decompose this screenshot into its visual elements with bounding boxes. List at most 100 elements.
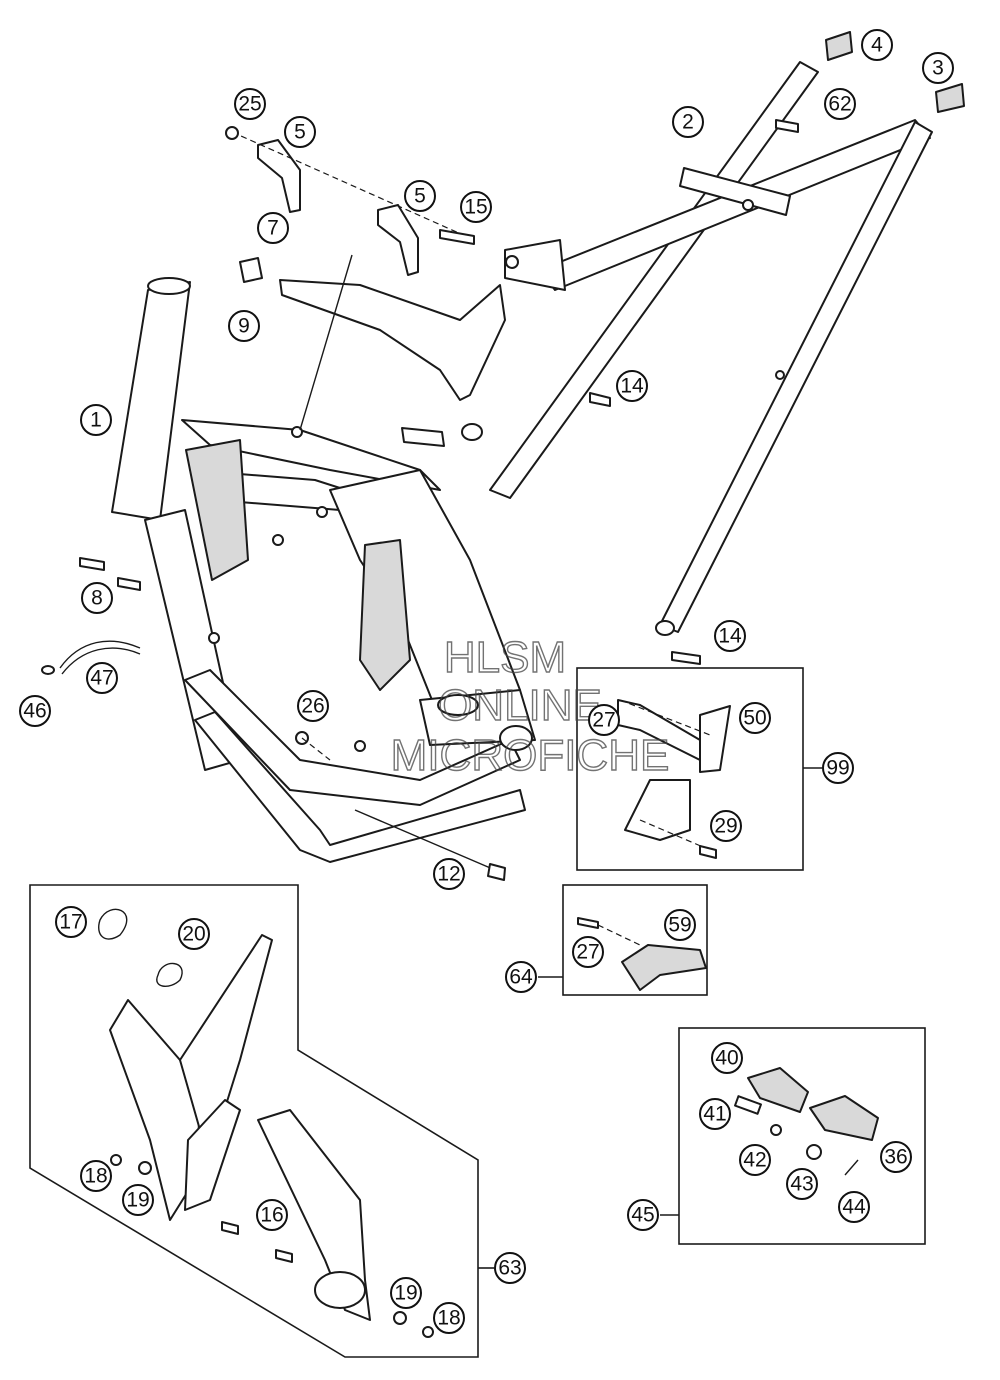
svg-text:8: 8: [91, 587, 103, 610]
footpeg-cover: [577, 917, 707, 991]
callout-18-right: 18: [433, 1302, 465, 1334]
callout-12: 12: [433, 858, 465, 890]
callout-14-upper: 14: [616, 370, 648, 402]
callout-43: 43: [786, 1168, 818, 1200]
svg-text:25: 25: [238, 93, 261, 116]
callout-14-lower: 14: [714, 620, 746, 652]
svg-text:3: 3: [932, 57, 944, 80]
svg-text:15: 15: [464, 196, 487, 219]
bolt-14-lower: [671, 651, 701, 665]
frame-guards: [98, 908, 434, 1338]
callout-99: 99: [822, 752, 854, 784]
bolt-15: [439, 229, 475, 245]
svg-text:59: 59: [668, 914, 691, 937]
svg-text:16: 16: [260, 1204, 283, 1227]
watermark-line-2: ONLINE: [438, 681, 602, 730]
callout-63: 63: [494, 1252, 526, 1284]
hose-47: [59, 640, 141, 669]
svg-text:7: 7: [267, 217, 279, 240]
sub-frame: [489, 61, 933, 636]
callout-19-left: 19: [122, 1184, 154, 1216]
svg-text:1: 1: [90, 409, 102, 432]
callout-29: 29: [710, 810, 742, 842]
svg-text:43: 43: [790, 1173, 813, 1196]
svg-text:36: 36: [884, 1146, 907, 1169]
callout-3: 3: [922, 52, 954, 84]
svg-text:4: 4: [871, 34, 883, 57]
footpegs: [734, 1067, 879, 1176]
callout-9: 9: [228, 310, 260, 342]
svg-text:47: 47: [90, 667, 113, 690]
callout-44: 44: [838, 1191, 870, 1223]
leader-26: [301, 737, 331, 761]
callout-41: 41: [699, 1098, 731, 1130]
svg-text:14: 14: [620, 375, 644, 398]
svg-text:19: 19: [394, 1282, 417, 1305]
watermark-line-3: MICROFICHE: [391, 731, 670, 780]
watermark-line-1: HLSM: [444, 633, 566, 682]
svg-text:46: 46: [23, 700, 46, 723]
callout-2: 2: [672, 106, 704, 138]
svg-text:64: 64: [509, 966, 533, 989]
callout-62: 62: [824, 88, 856, 120]
group-box-99: [576, 667, 804, 871]
group-box-64: [562, 884, 708, 996]
svg-text:42: 42: [743, 1149, 766, 1172]
svg-text:26: 26: [301, 695, 324, 718]
bolt-12-head: [487, 863, 506, 881]
bolt-12-shaft: [354, 809, 496, 871]
callout-16: 16: [256, 1199, 288, 1231]
svg-text:45: 45: [631, 1204, 654, 1227]
group-box-45: [678, 1027, 926, 1245]
callout-25: 25: [234, 88, 266, 120]
callout-47: 47: [86, 662, 118, 694]
end-cap-3: [935, 83, 965, 113]
callout-8: 8: [81, 582, 113, 614]
bolt-8a: [79, 557, 105, 571]
callout-20: 20: [178, 918, 210, 950]
chain-guide-end: [461, 423, 483, 441]
bolt-62: [775, 119, 799, 133]
nut-25: [225, 126, 239, 140]
svg-text:5: 5: [414, 185, 426, 208]
svg-text:99: 99: [826, 757, 849, 780]
callout-5-upper: 5: [284, 116, 316, 148]
callout-42: 42: [739, 1144, 771, 1176]
end-cap-4: [825, 31, 853, 61]
bolt-14-upper: [589, 392, 611, 407]
callout-50: 50: [739, 702, 771, 734]
callout-15: 15: [460, 191, 492, 223]
svg-text:40: 40: [715, 1047, 738, 1070]
svg-text:62: 62: [828, 93, 851, 116]
callout-27-group64: 27: [572, 936, 604, 968]
svg-text:5: 5: [294, 121, 306, 144]
callout-7: 7: [257, 212, 289, 244]
svg-text:63: 63: [498, 1257, 521, 1280]
watermark: HLSM ONLINE MICROFICHE: [390, 632, 670, 780]
svg-text:41: 41: [703, 1103, 726, 1126]
group-box-63: [29, 884, 479, 1358]
footpeg-bracket: [617, 699, 731, 859]
callout-45: 45: [627, 1199, 659, 1231]
svg-text:27: 27: [592, 709, 615, 732]
callout-17: 17: [55, 906, 87, 938]
callout-46: 46: [19, 695, 51, 727]
callout-19-right: 19: [390, 1277, 422, 1309]
svg-text:17: 17: [59, 911, 82, 934]
clip-46: [41, 665, 55, 675]
engine-mount-plate-upper: [257, 139, 301, 213]
clip-9: [239, 257, 263, 283]
hose-47-outer: [61, 647, 141, 675]
callout-27-group99: 27: [588, 704, 620, 736]
callout-26: 26: [297, 690, 329, 722]
svg-text:20: 20: [182, 923, 205, 946]
svg-text:2: 2: [682, 111, 694, 134]
svg-text:9: 9: [238, 315, 250, 338]
svg-text:44: 44: [842, 1196, 866, 1219]
svg-text:27: 27: [576, 941, 599, 964]
svg-text:29: 29: [714, 815, 737, 838]
svg-text:12: 12: [437, 863, 460, 886]
callout-36: 36: [880, 1141, 912, 1173]
svg-text:14: 14: [718, 625, 742, 648]
svg-text:18: 18: [84, 1165, 107, 1188]
